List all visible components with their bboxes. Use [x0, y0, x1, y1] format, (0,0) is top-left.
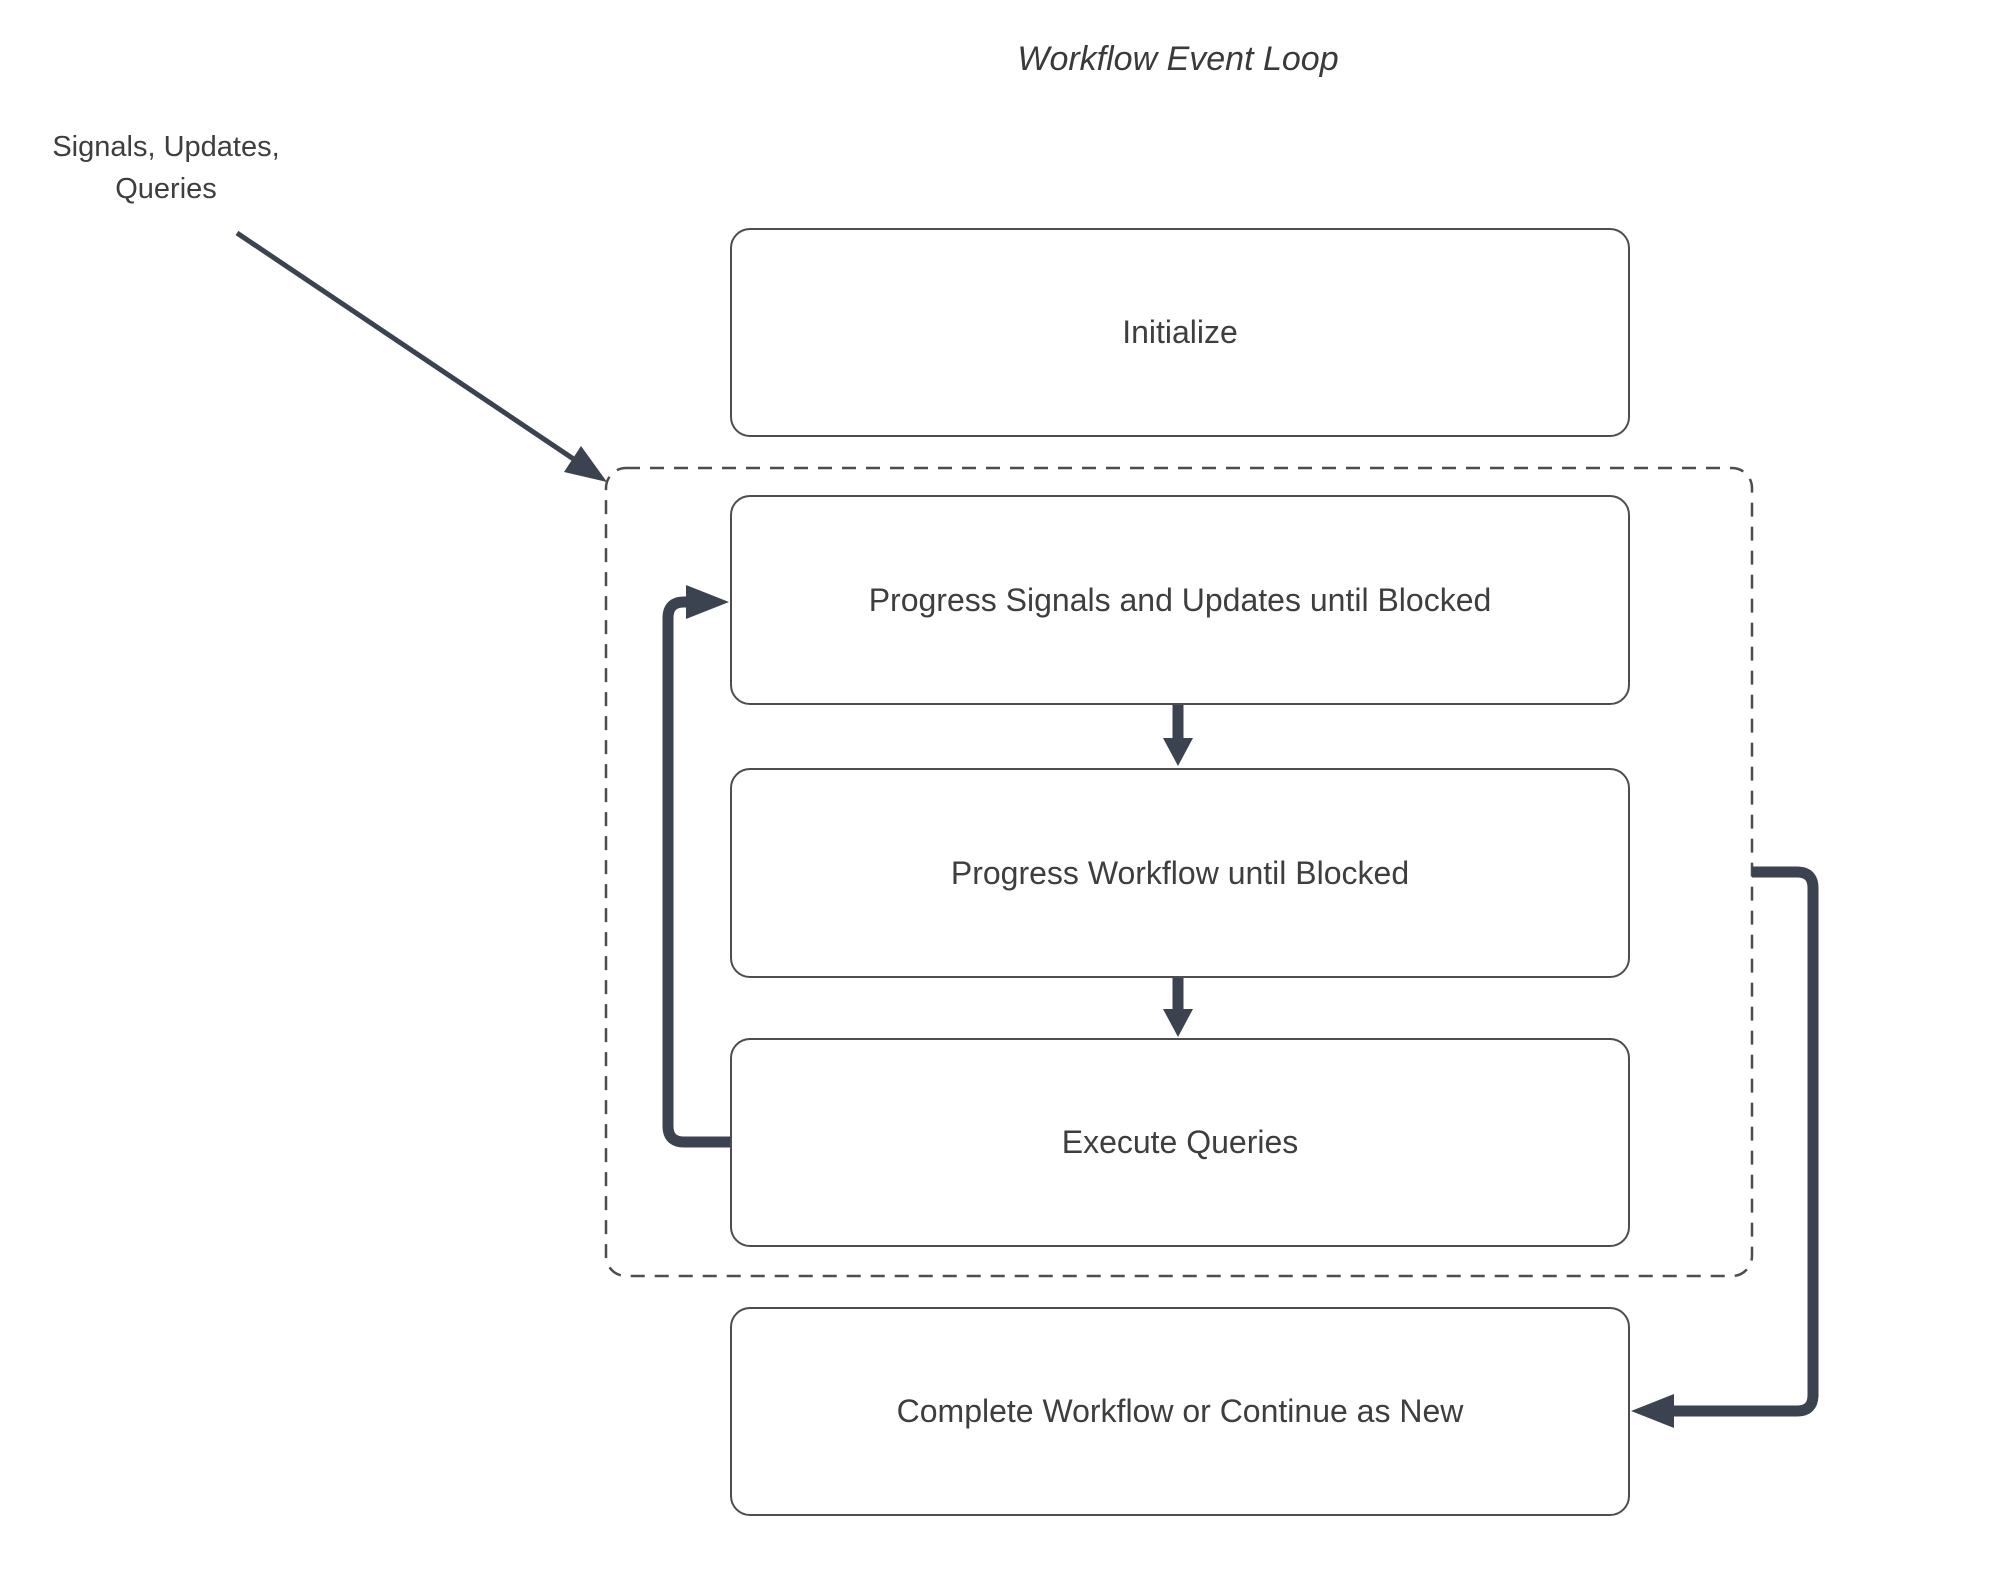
node-execute-queries-label: Execute Queries — [1061, 1124, 1299, 1160]
node-initialize-label: Initialize — [1122, 314, 1238, 350]
diagram-title: Workflow Event Loop — [1017, 40, 1339, 78]
node-complete-workflow: Complete Workflow or Continue as New — [730, 1307, 1630, 1516]
node-complete-workflow-label: Complete Workflow or Continue as New — [896, 1393, 1464, 1429]
node-progress-workflow: Progress Workflow until Blocked — [730, 768, 1630, 978]
queries-to-signals-loop-arrow — [662, 585, 730, 1148]
node-progress-workflow-label: Progress Workflow until Blocked — [950, 854, 1410, 891]
signals-to-workflow-arrow — [1163, 703, 1193, 766]
node-initialize: Initialize — [730, 228, 1630, 437]
annotation-line-2: Queries — [115, 173, 217, 205]
annotation-line-1: Signals, Updates, — [52, 131, 280, 163]
workflow-to-queries-arrow — [1163, 976, 1193, 1037]
loop-to-complete-arrow — [1631, 866, 1819, 1428]
annotation-to-loop-arrow — [235, 230, 607, 482]
node-progress-signals-updates-label: Progress Signals and Updates until Block… — [868, 581, 1492, 618]
node-progress-signals-updates: Progress Signals and Updates until Block… — [730, 495, 1630, 705]
signals-updates-queries-label: Signals, Updates, Queries — [30, 126, 302, 210]
node-execute-queries: Execute Queries — [730, 1038, 1630, 1247]
